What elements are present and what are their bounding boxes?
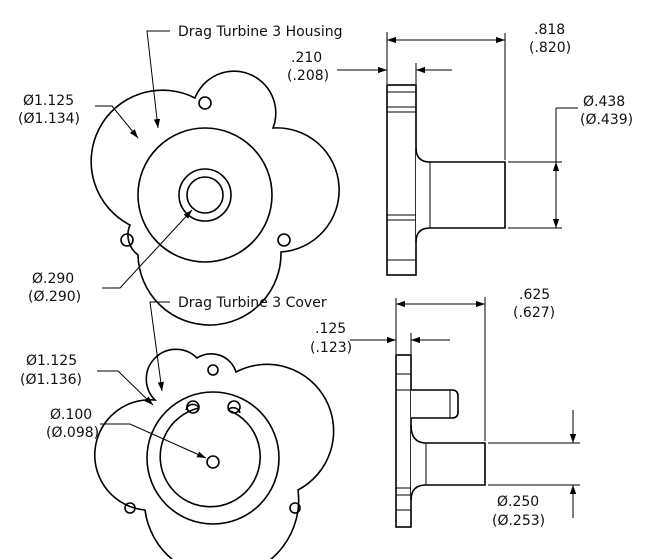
housing-bore-dia-measured: (Ø.290) <box>28 289 81 305</box>
housing-flange-thk-measured: (.208) <box>287 68 329 84</box>
housing-flange-thk-label: .210 <box>291 50 322 66</box>
cover-flange-thk-measured: (.123) <box>310 340 352 356</box>
cover-hole-dia-label: Ø.100 <box>50 407 92 423</box>
housing-outer-dia-measured: (Ø1.134) <box>18 111 80 127</box>
housing-overall-len-measured: (.820) <box>529 40 571 56</box>
cover-front-view <box>94 348 335 559</box>
cover-boss-dia-label: Ø.250 <box>497 494 539 510</box>
housing-title: Drag Turbine 3 Housing <box>178 24 343 40</box>
cover-boss-dia-measured: (Ø.253) <box>492 513 545 529</box>
cover-overall-len-label: .625 <box>519 287 550 303</box>
cover-hole-dia-measured: (Ø.098) <box>46 425 99 441</box>
dimension-lines <box>95 30 580 518</box>
cover-overall-len-measured: (.627) <box>513 305 555 321</box>
cover-title: Drag Turbine 3 Cover <box>178 295 327 311</box>
housing-front-view <box>90 70 340 326</box>
housing-side-view <box>386 84 506 276</box>
cover-flange-thk-label: .125 <box>315 321 346 337</box>
housing-bore-dia-label: Ø.290 <box>32 271 74 287</box>
cover-outer-dia-label: Ø1.125 <box>26 353 77 369</box>
housing-boss-dia-measured: (Ø.439) <box>580 112 633 128</box>
cover-outer-dia-measured: (Ø1.136) <box>20 372 82 388</box>
housing-outer-dia-label: Ø1.125 <box>23 93 74 109</box>
housing-boss-dia-label: Ø.438 <box>583 94 625 110</box>
housing-overall-len-label: .818 <box>534 22 565 38</box>
cover-side-view <box>395 354 486 528</box>
